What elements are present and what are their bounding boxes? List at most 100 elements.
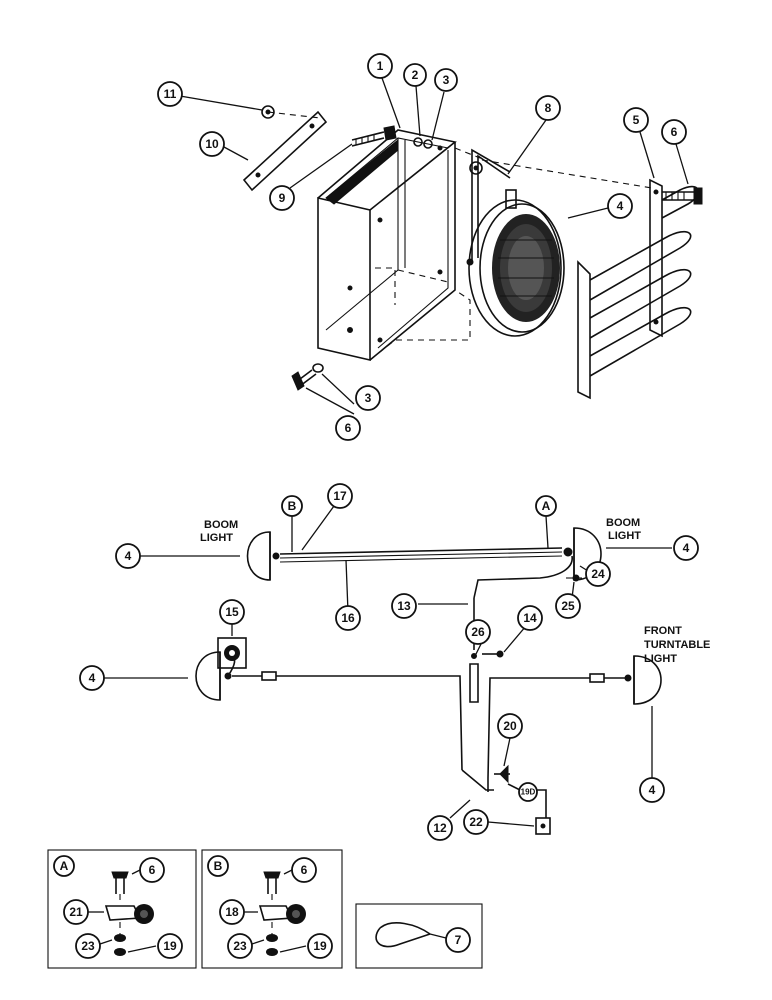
svg-text:5: 5 [633, 113, 640, 127]
svg-text:6: 6 [301, 863, 308, 877]
callout-wiring-4-bottom: 4 [639, 777, 665, 803]
svg-text:B: B [288, 499, 297, 513]
callout-inset-a: A [53, 855, 75, 877]
label-boom-light-right-line1: BOOM [606, 517, 640, 529]
callout-wiring-17: 17 [327, 483, 353, 509]
callout-8: 8 [535, 95, 561, 121]
callout-wiring-16: 16 [335, 605, 361, 631]
callout-inset-a-21: 21 [63, 899, 89, 925]
label-front-turntable-line3: LIGHT [644, 653, 677, 665]
svg-text:21: 21 [69, 905, 83, 919]
svg-text:17: 17 [333, 489, 347, 503]
inset-cable-tie [355, 903, 483, 969]
svg-text:7: 7 [455, 933, 462, 947]
callout-wiring-13: 13 [391, 593, 417, 619]
callout-inset-b-6: 6 [291, 857, 317, 883]
callout-4: 4 [607, 193, 633, 219]
callout-9: 9 [269, 185, 295, 211]
svg-text:6: 6 [149, 863, 156, 877]
callout-wiring-20: 20 [497, 713, 523, 739]
label-front-turntable-line1: FRONT [644, 625, 682, 637]
svg-text:8: 8 [545, 101, 552, 115]
svg-text:16: 16 [341, 611, 355, 625]
callout-wiring-4-left: 4 [115, 543, 141, 569]
callout-inset-a-19: 19 [157, 933, 183, 959]
wiring-harness [195, 527, 662, 835]
svg-text:1: 1 [377, 59, 384, 73]
svg-text:2: 2 [412, 68, 419, 82]
callout-wiring-25: 25 [555, 593, 581, 619]
svg-text:4: 4 [683, 541, 690, 555]
svg-text:4: 4 [617, 199, 624, 213]
svg-text:26: 26 [471, 625, 485, 639]
svg-text:3: 3 [443, 73, 450, 87]
svg-text:A: A [60, 859, 69, 873]
callout-inset-b-23: 23 [227, 933, 253, 959]
svg-text:14: 14 [523, 611, 537, 625]
label-boom-light-left-line2: LIGHT [200, 532, 233, 544]
callout-inset-cable-tie-7: 7 [445, 927, 471, 953]
svg-text:19D: 19D [521, 788, 536, 797]
strap-and-hardware [242, 105, 653, 391]
callout-inset-a-6: 6 [139, 857, 165, 883]
callout-3: 3 [434, 68, 458, 92]
callout-6: 6 [661, 119, 687, 145]
callout-wiring-22: 22 [463, 809, 489, 835]
svg-text:15: 15 [225, 605, 239, 619]
callout-wiring-26: 26 [465, 619, 491, 645]
label-front-turntable-line2: TURNTABLE [644, 639, 710, 651]
callout-wiring-4-right: 4 [673, 535, 699, 561]
callout-wiring-4-mid-left: 4 [79, 665, 105, 691]
svg-text:11: 11 [164, 87, 177, 101]
callout-wiring-12: 12 [427, 815, 453, 841]
svg-text:4: 4 [649, 783, 656, 797]
callout-6-lower: 6 [335, 415, 361, 441]
svg-text:13: 13 [397, 599, 411, 613]
svg-text:22: 22 [469, 815, 483, 829]
callout-inset-b: B [207, 855, 229, 877]
callout-2: 2 [403, 63, 427, 87]
svg-text:9: 9 [279, 191, 286, 205]
lamp-guard [577, 178, 703, 400]
svg-text:18: 18 [225, 905, 239, 919]
svg-text:3: 3 [365, 391, 372, 405]
sealed-beam-lamp [466, 148, 565, 337]
callout-wiring-b: B [281, 495, 303, 517]
svg-text:6: 6 [671, 125, 678, 139]
callout-inset-b-18: 18 [219, 899, 245, 925]
callout-10: 10 [199, 131, 225, 157]
callout-1: 1 [367, 53, 393, 79]
inset-b [201, 849, 343, 969]
svg-text:B: B [214, 859, 223, 873]
svg-text:23: 23 [233, 939, 247, 953]
callout-wiring-19d: 19D [518, 782, 538, 802]
top-leaders [179, 77, 689, 415]
svg-text:19: 19 [163, 939, 177, 953]
svg-text:A: A [542, 499, 551, 513]
label-boom-light-left-line1: BOOM [204, 519, 238, 531]
callout-wiring-24: 24 [585, 561, 611, 587]
label-boom-light-right-line2: LIGHT [608, 530, 641, 542]
light-mounting-box [317, 129, 471, 362]
callout-wiring-14: 14 [517, 605, 543, 631]
svg-text:23: 23 [81, 939, 95, 953]
inset-a [47, 849, 197, 969]
svg-text:20: 20 [503, 719, 517, 733]
callout-inset-b-19: 19 [307, 933, 333, 959]
callout-3-lower: 3 [355, 385, 381, 411]
svg-text:12: 12 [433, 821, 447, 835]
callout-11: 11 [157, 81, 183, 107]
svg-text:24: 24 [591, 567, 605, 581]
svg-text:6: 6 [345, 421, 352, 435]
wiring-leaders [104, 505, 672, 827]
callout-wiring-15: 15 [219, 599, 245, 625]
svg-text:25: 25 [561, 599, 575, 613]
svg-text:10: 10 [205, 137, 219, 151]
callout-wiring-a: A [535, 495, 557, 517]
svg-text:19: 19 [313, 939, 327, 953]
svg-text:4: 4 [89, 671, 96, 685]
svg-text:4: 4 [125, 549, 132, 563]
callout-5: 5 [623, 107, 649, 133]
